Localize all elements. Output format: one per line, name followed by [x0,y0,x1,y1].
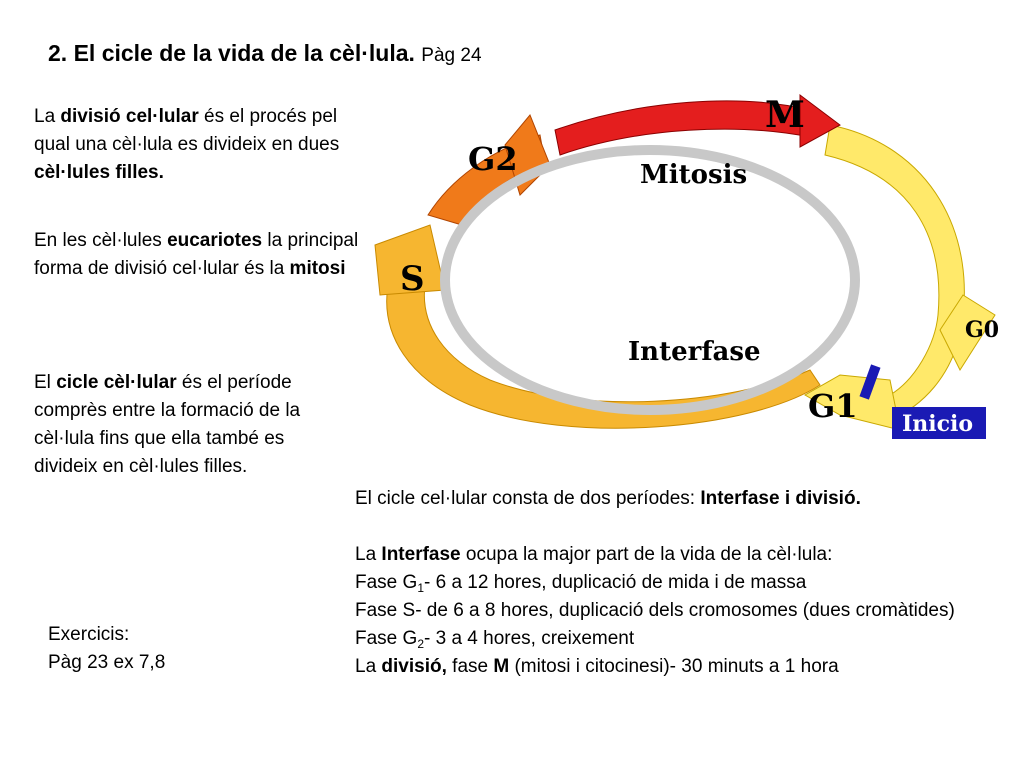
para2-text1: En les cèl·lules [34,230,168,251]
para1-bold2: cèl·lules filles. [34,162,164,183]
m-arrowhead [799,94,841,148]
bottom-line6-bold2: M [493,656,510,677]
inner-ring [440,145,860,415]
bottom-line6-bold1: divisió, [381,656,447,677]
exercicis-label: Exercicis: [48,624,130,645]
bottom-line2-bold: Interfase [381,544,461,565]
para3-text2: és el període comprès entre la formació … [34,372,301,477]
bottom-line-5: Fase G2- 3 a 4 hores, creixement [355,625,995,653]
label-g0: G0 [965,317,999,343]
bottom-line3-pre: Fase G [355,572,418,593]
paragraph-eucariotes: En les cèl·lules eucariotes la principal… [34,227,364,283]
bottom-line-3: Fase G1- 6 a 12 hores, duplicació de mid… [355,569,995,597]
bottom-line6-text2: fase [446,656,494,677]
label-inicio: Inicio [902,411,973,437]
para1-text2: és el procés pel qual una cèl·lula es di… [34,106,340,155]
paragraph-division: La divisió cel·lular és el procés pel qu… [34,103,374,187]
title-page-ref: Pàg 24 [421,45,482,66]
bottom-line-4: Fase S- de 6 a 8 hores, duplicació dels … [355,600,955,621]
exercicis-ref: Pàg 23 ex 7,8 [48,652,166,673]
cell-cycle-diagram: M G2 S G0 G1 Mitosis Interfase Inicio [374,94,999,439]
page-title: 2. El cicle de la vida de la cèl·lula. P… [48,40,482,67]
paragraph-cicle: El cicle cèl·lular és el període comprès… [34,369,334,481]
para1-text1: La [34,106,61,127]
bottom-line-1: El cicle cel·lular consta de dos període… [355,485,995,513]
bottom-line-2: La Interfase ocupa la major part de la v… [355,541,995,569]
para2-bold2: mitosi [289,258,346,279]
bottom-line2-text2: ocupa la major part de la vida de la cèl… [460,544,833,565]
bottom-line6-text3: (mitosi i citocinesi)- 30 minuts a 1 hor… [509,656,839,677]
label-g2: G2 [468,140,518,178]
bottom-line5-pre: Fase G [355,628,418,649]
para2-bold1: eucariotes [167,230,263,251]
label-s: S [400,259,425,299]
para3-text1: El [34,372,57,393]
bottom-line3-post: - 6 a 12 hores, duplicació de mida i de … [424,572,807,593]
para2-text2: la principal forma de divisió cel·lular … [34,230,359,279]
label-m: M [765,94,805,136]
bottom-line5-post: - 3 a 4 hores, creixement [424,628,635,649]
bottom-line5-sub: 2 [417,637,424,651]
bottom-text-block: El cicle cel·lular consta de dos període… [355,485,995,681]
bottom-line6-text1: La [355,656,382,677]
label-interfase: Interfase [628,337,761,367]
g0-arrowhead [939,294,996,372]
spacer [355,513,995,541]
inicio-box [892,407,986,439]
title-main: 2. El cicle de la vida de la cèl·lula. [48,40,415,66]
exercicis-block: Exercicis: Pàg 23 ex 7,8 [48,621,268,677]
label-mitosis: Mitosis [640,160,747,190]
label-g1: G1 [808,387,858,425]
inicio-marker [859,364,881,400]
para1-bold1: divisió cel·lular [60,106,199,127]
bottom-line1-text: El cicle cel·lular consta de dos període… [355,488,701,509]
bottom-line2-text1: La [355,544,382,565]
bottom-line3-sub: 1 [417,581,424,595]
bottom-line-6: La divisió, fase M (mitosi i citocinesi)… [355,653,995,681]
para3-bold1: cicle cèl·lular [56,372,177,393]
bottom-line1-bold: Interfase i divisió. [700,488,861,509]
